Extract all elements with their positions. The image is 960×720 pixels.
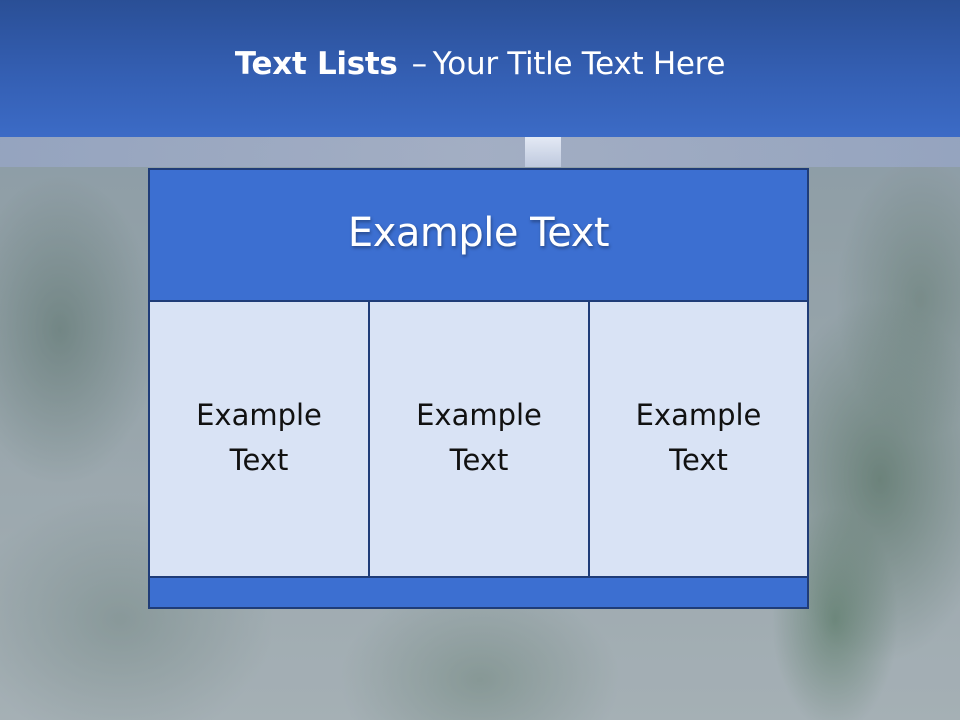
diagram-column-text: Example Text [196, 398, 322, 477]
title-bold-part: Text Lists [234, 45, 398, 82]
waterfall-highlight [525, 137, 561, 167]
title-bar: Text Lists–Your Title Text Here [0, 0, 960, 137]
text-list-diagram: Example Text Example Text Example Text E… [148, 168, 809, 609]
diagram-header-text: Example Text [347, 210, 610, 256]
title-rest-part: Your Title Text Here [432, 45, 726, 82]
slide-title: Text Lists–Your Title Text Here [234, 45, 726, 82]
diagram-footer-bar [148, 576, 809, 609]
diagram-header-box: Example Text [148, 168, 809, 302]
diagram-column-text: Example Text [635, 398, 762, 477]
title-dash: – [411, 45, 428, 82]
diagram-column-2: Example Text [368, 300, 590, 578]
background-light-strip [0, 137, 960, 167]
diagram-column-text: Example Text [416, 398, 542, 477]
diagram-column-1: Example Text [148, 300, 370, 578]
diagram-column-3: Example Text [588, 300, 809, 578]
